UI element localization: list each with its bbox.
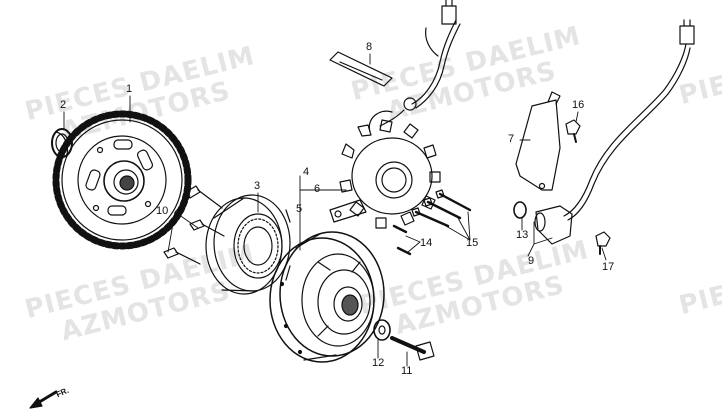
leader-lines <box>63 53 607 367</box>
flywheel-washer-part <box>373 319 391 341</box>
callout-13: 13 <box>516 229 529 241</box>
flywheel-bolt-part <box>390 336 435 361</box>
callout-5: 5 <box>296 203 303 215</box>
starter-gear-part <box>52 110 192 250</box>
callout-7: 7 <box>508 133 515 145</box>
grommet-part <box>329 51 393 87</box>
stator-wire-harness <box>379 0 461 127</box>
callout-8: 8 <box>366 41 373 53</box>
callout-6: 6 <box>314 183 321 195</box>
callout-14: 14 <box>420 237 433 249</box>
callout-10: 10 <box>156 205 169 217</box>
washer-part <box>51 128 73 158</box>
screw-set-14 <box>392 224 412 256</box>
pulser-cover-part <box>515 91 561 191</box>
callout-16: 16 <box>572 99 585 111</box>
flywheel-rotor-part <box>269 231 385 363</box>
callout-12: 12 <box>372 357 385 369</box>
stator-part <box>329 110 441 229</box>
callout-4: 4 <box>303 166 310 178</box>
callout-17: 17 <box>602 261 615 273</box>
bolt-part-17 <box>595 231 611 255</box>
callout-2: 2 <box>60 99 67 111</box>
callout-9: 9 <box>528 255 535 267</box>
starter-clutch-part <box>205 194 291 295</box>
stator-bolt-set-15 <box>411 189 472 228</box>
callout-3: 3 <box>254 180 261 192</box>
front-direction-arrow-icon <box>29 390 58 409</box>
callout-15: 15 <box>466 237 479 249</box>
bolt-set-10 <box>163 185 225 265</box>
callout-1: 1 <box>126 83 133 95</box>
pulser-generator-part <box>513 19 695 245</box>
callout-11: 11 <box>401 365 413 377</box>
bolt-part-16 <box>565 119 581 143</box>
